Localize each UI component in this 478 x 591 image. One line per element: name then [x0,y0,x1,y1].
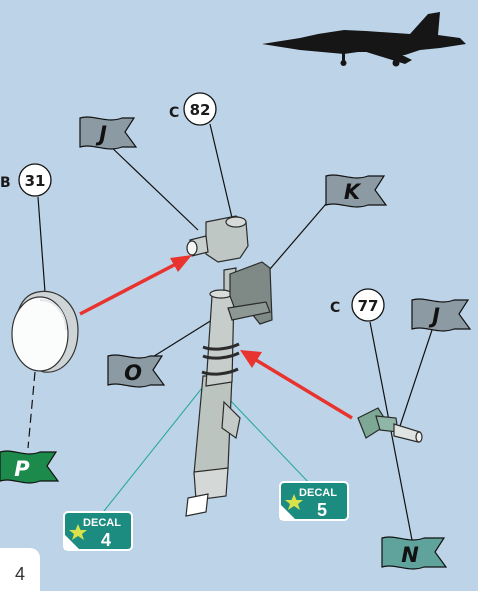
part-callout-c77: C 77 [330,288,385,322]
actuator-part [357,407,423,443]
flag-j-right: J [411,298,472,332]
decal-badge-4: DECAL 4 [63,511,133,551]
cap-part [11,290,79,373]
decal-number: 5 [317,500,327,520]
assembly-arrow-actuator [240,350,353,420]
part-prefix: C [169,105,179,121]
part-number: 31 [25,172,46,190]
decal-word: DECAL [83,517,121,529]
flag-k: K [325,174,388,208]
landing-gear-strut [185,215,273,517]
part-callout-b31: B 31 [0,163,52,197]
flag-n: N [381,536,448,570]
part-prefix: B [0,175,11,191]
part-prefix: C [330,300,340,316]
page-number: 4 [0,548,40,591]
star-icon [69,524,87,540]
decal-word: DECAL [299,487,337,499]
part-number: 82 [190,101,211,119]
flag-letter: K [344,180,362,204]
flag-letter: O [124,361,142,385]
flag-letter: N [401,543,419,567]
decal-badge-5: DECAL 5 [279,481,349,521]
flag-letter: P [14,457,30,481]
assembly-arrow-cap [79,255,192,316]
star-icon [285,494,303,510]
part-number: 77 [358,297,379,315]
jet-fighter-silhouette-icon [262,12,466,67]
part-callout-c82: C 82 [169,92,217,126]
flag-p: P [0,450,60,484]
decal-number: 4 [101,530,111,550]
flag-o: O [107,354,166,388]
decal-leader-lines [99,377,313,517]
flag-j-top: J [79,116,138,150]
